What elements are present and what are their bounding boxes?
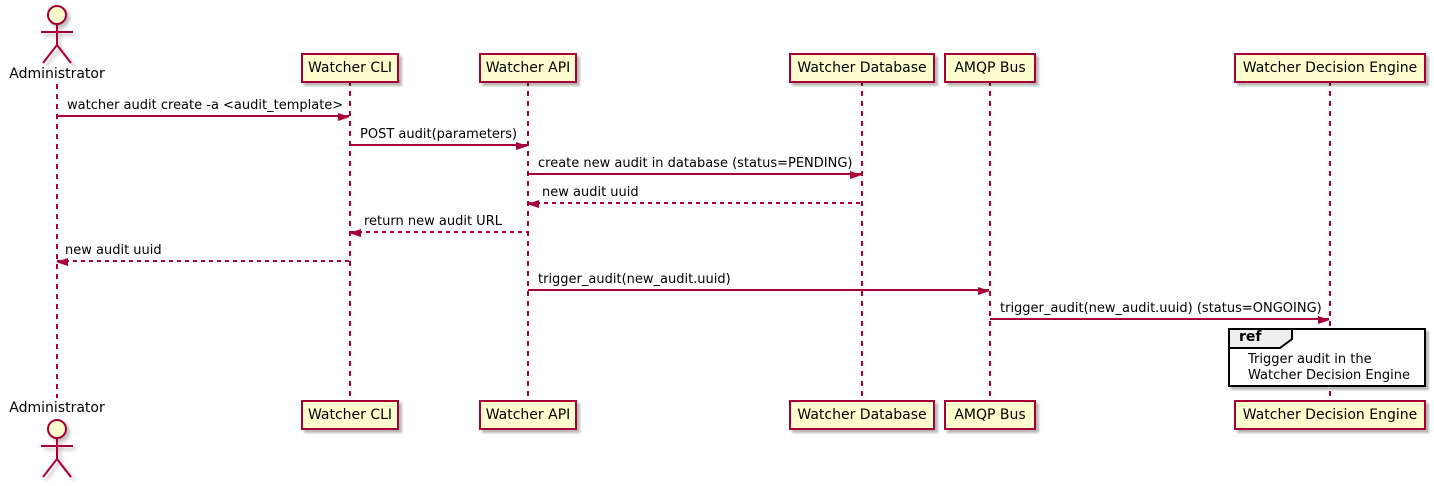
arrowhead-right-icon [1318,316,1330,324]
participant-label: Watcher Decision Engine [1242,60,1418,76]
ref-text: Trigger audit in the Watcher Decision En… [1230,330,1424,384]
message-line [990,318,1329,320]
participant-watcher-api-bottom: Watcher API [479,400,577,430]
ref-tab: ref [1228,328,1294,350]
participant-label: Watcher Database [797,60,927,76]
message-label: trigger_audit(new_audit.uuid) (status=ON… [1000,301,1322,316]
message-label: POST audit(parameters) [360,127,518,142]
participant-label: Watcher CLI [307,60,393,76]
message-line [57,260,349,262]
arrowhead-left-icon [56,258,68,266]
participant-amqp-bus-bottom: AMQP Bus [944,400,1036,430]
message-8: trigger_audit(new_audit.uuid) (status=ON… [990,301,1330,324]
arrowhead-left-icon [527,200,539,208]
message-line [528,173,861,175]
participant-label: Watcher API [485,407,571,423]
participant-label: Watcher Database [797,407,927,423]
participant-watcher-cli-top: Watcher CLI [301,53,399,83]
participant-label: Watcher CLI [307,407,393,423]
message-5: return new audit URL [349,214,527,237]
ref-text-line1: Trigger audit in the [1248,352,1372,367]
message-line [528,202,861,204]
participant-amqp-bus-top: AMQP Bus [944,53,1036,83]
message-line [350,144,527,146]
ref-tab-shape [1228,328,1293,349]
message-label: new audit uuid [65,243,162,258]
message-label: trigger_audit(new_audit.uuid) [538,272,731,287]
message-label: new audit uuid [542,185,639,200]
lifeline-administrator [56,84,58,398]
participant-label: Watcher API [485,60,571,76]
message-1: watcher audit create -a <audit_template> [57,98,350,121]
ref-keyword: ref [1239,329,1262,345]
participant-label: Watcher Decision Engine [1242,407,1418,423]
arrowhead-right-icon [516,142,528,150]
arrowhead-right-icon [978,287,990,295]
lifeline-watcher-api [527,81,529,400]
lifeline-watcher-database [861,81,863,400]
participant-watcher-decision-engine-top: Watcher Decision Engine [1234,53,1426,83]
lifeline-amqp-bus [989,81,991,400]
message-label: create new audit in database (status=PEN… [538,156,853,171]
participant-watcher-database-top: Watcher Database [789,53,935,83]
ref-text-line2: Watcher Decision Engine [1248,368,1410,383]
lifeline-watcher-decision-engine [1329,81,1331,400]
actor-icon [41,5,73,64]
participant-watcher-decision-engine-bottom: Watcher Decision Engine [1234,400,1426,430]
participant-label: AMQP Bus [954,60,1026,76]
message-3: create new audit in database (status=PEN… [528,156,862,179]
message-2: POST audit(parameters) [350,127,528,150]
participant-watcher-cli-bottom: Watcher CLI [301,400,399,430]
actor-label-bottom: Administrator [9,400,105,416]
participant-label: AMQP Bus [954,407,1026,423]
message-6: new audit uuid [56,243,349,266]
arrowhead-left-icon [349,229,361,237]
actor-label-top: Administrator [9,66,105,82]
participant-watcher-database-bottom: Watcher Database [789,400,935,430]
message-7: trigger_audit(new_audit.uuid) [528,272,990,295]
actor-icon [41,419,73,478]
message-4: new audit uuid [527,185,861,208]
message-label: return new audit URL [364,214,502,229]
arrowhead-right-icon [338,113,350,121]
message-line [528,289,989,291]
message-line [350,231,527,233]
message-line [57,115,349,117]
lifeline-watcher-cli [349,81,351,400]
arrowhead-right-icon [850,171,862,179]
participant-watcher-api-top: Watcher API [479,53,577,83]
ref-fragment: ref Trigger audit in the Watcher Decisio… [1228,328,1426,387]
message-label: watcher audit create -a <audit_template> [67,98,344,113]
